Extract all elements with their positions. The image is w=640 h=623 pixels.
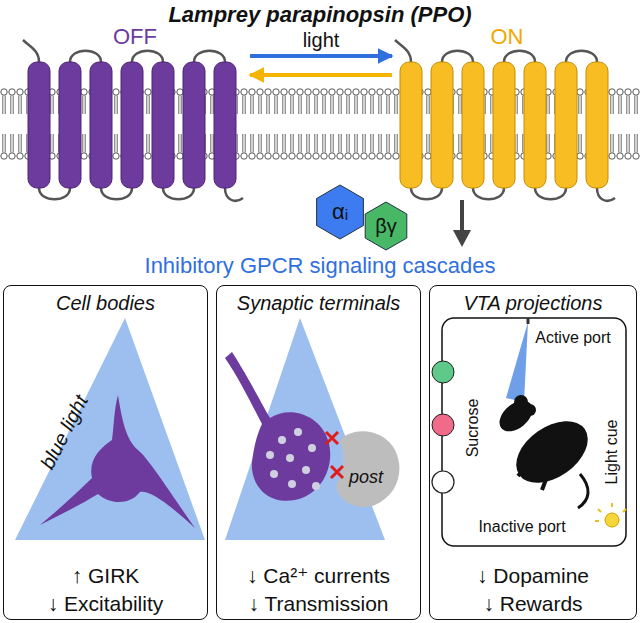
helix bbox=[462, 62, 484, 188]
node-label: αᵢ bbox=[312, 199, 368, 225]
title: Lamprey parapinopsin (PPO) bbox=[0, 2, 640, 28]
panel-box: Cell bodies ↑ GIRK ↓ Excitability bbox=[3, 285, 208, 620]
node-text: ↑ GIRK bbox=[4, 564, 207, 588]
receptor-on: ON bbox=[392, 22, 622, 205]
cue-rays bbox=[595, 503, 626, 521]
node-text: ↓ Excitability bbox=[4, 592, 207, 616]
helix bbox=[183, 62, 205, 188]
light-beam bbox=[506, 322, 528, 402]
helix bbox=[493, 62, 515, 188]
port-label: Active port bbox=[535, 329, 611, 347]
receptor-off: OFF bbox=[20, 22, 250, 205]
mouse bbox=[494, 395, 599, 508]
node-text: ↓ Dopamine bbox=[430, 564, 636, 588]
transition-arrow bbox=[250, 73, 392, 77]
terminal bbox=[225, 352, 330, 501]
g-alpha-hexagon: αᵢ bbox=[312, 184, 368, 240]
inactive-port bbox=[432, 471, 454, 493]
helix bbox=[152, 62, 174, 188]
helix bbox=[28, 62, 50, 188]
node-label: Cell bodies bbox=[4, 292, 207, 315]
edge-label: light bbox=[300, 29, 343, 51]
receptor-loops bbox=[395, 40, 615, 201]
helix bbox=[555, 62, 577, 188]
receptors bbox=[23, 40, 615, 201]
helix bbox=[121, 62, 143, 188]
node-label: OFF bbox=[20, 24, 250, 50]
node-label: βγ bbox=[361, 215, 411, 238]
transition-arrow bbox=[250, 54, 392, 58]
node-text: ↓ Ca²⁺ currents bbox=[217, 564, 420, 588]
node-label: Synaptic terminals bbox=[217, 292, 420, 315]
fiber bbox=[527, 318, 530, 324]
cue-light bbox=[605, 513, 619, 527]
helix bbox=[90, 62, 112, 188]
helix bbox=[524, 62, 546, 188]
port-label: Sucrose bbox=[464, 399, 482, 458]
helix bbox=[59, 62, 81, 188]
helix bbox=[400, 62, 422, 188]
node-text: ↓ Rewards bbox=[430, 592, 636, 616]
sucrose-port bbox=[432, 414, 454, 436]
panel-box: Synaptic terminals ↓ Ca²⁺ currents ↓ Trans… bbox=[216, 285, 421, 620]
node-text: ↓ Transmission bbox=[217, 592, 420, 616]
node-label: VTA projections bbox=[430, 292, 636, 315]
active-port bbox=[432, 361, 454, 383]
signal-arrow bbox=[460, 200, 464, 232]
helix bbox=[214, 62, 236, 188]
port-label: Inactive port bbox=[478, 518, 565, 536]
vesicles bbox=[266, 428, 320, 490]
node-label: ON bbox=[392, 24, 622, 50]
signal-arrowhead bbox=[453, 230, 471, 247]
cue-label: Light cue bbox=[603, 420, 621, 485]
cascade-label: Inhibitory GPCR signaling cascades bbox=[145, 254, 496, 278]
chamber bbox=[442, 318, 626, 546]
light-cone bbox=[15, 318, 205, 540]
helix bbox=[586, 62, 608, 188]
receptor-loops bbox=[23, 40, 243, 201]
g-betagamma-hexagon: βγ bbox=[361, 201, 411, 251]
postsynaptic bbox=[336, 431, 399, 507]
helix bbox=[431, 62, 453, 188]
post-label: post bbox=[349, 468, 383, 488]
block-mark bbox=[326, 432, 343, 478]
